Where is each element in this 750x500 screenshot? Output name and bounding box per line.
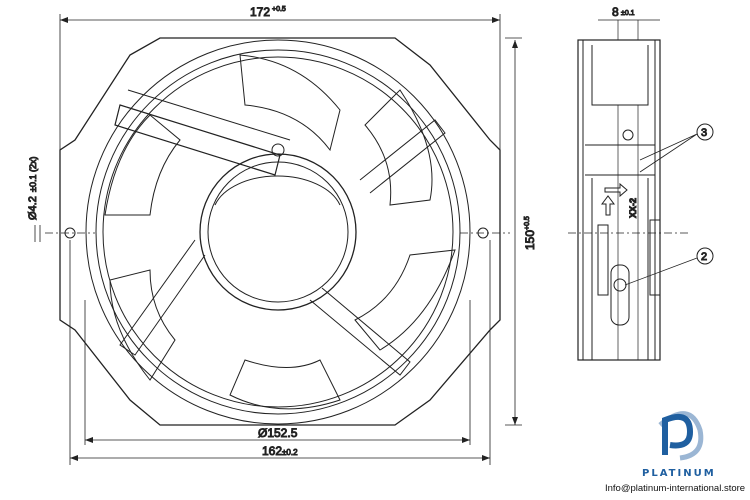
dim-172: 172 (250, 5, 270, 19)
callout-3-circle (696, 123, 714, 141)
arrowheads (60, 17, 518, 461)
side-view (568, 19, 714, 361)
svg-text:±0.1 (2x): ±0.1 (2x) (28, 157, 38, 192)
logo-name: PLATINUM (642, 468, 716, 479)
svg-text:+0.5: +0.5 (272, 6, 286, 13)
callout-3: 3 (701, 127, 707, 139)
dim-150: 150 (523, 230, 537, 250)
side-label: XX-2 (628, 198, 638, 218)
logo-email: Info@platinum-international.store (605, 483, 746, 494)
svg-text:±0.1: ±0.1 (621, 10, 635, 17)
callout-2: 2 (701, 251, 707, 263)
callout-2-circle (696, 247, 714, 265)
platinum-logo (658, 411, 704, 461)
dimension-lines (34, 14, 522, 465)
front-view (45, 37, 510, 426)
dim-162: 162 (262, 444, 282, 458)
dim-8: 8 (612, 5, 619, 19)
svg-text:+0.5: +0.5 (524, 216, 531, 230)
dim-hole: Ø4.2 (27, 196, 39, 220)
svg-text:±0.2: ±0.2 (282, 448, 298, 457)
dim-152-5: Ø152.5 (258, 426, 298, 440)
